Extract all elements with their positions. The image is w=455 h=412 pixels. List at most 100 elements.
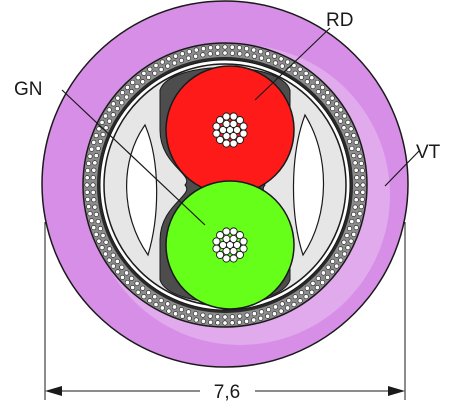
braid-strand	[99, 119, 105, 125]
braid-strand	[215, 44, 221, 50]
braid-strand	[259, 309, 265, 315]
braid-strand	[320, 280, 326, 286]
braid-strand	[314, 79, 320, 85]
braid-strand	[292, 294, 298, 300]
red-core	[165, 65, 295, 195]
braid-strand	[215, 314, 221, 320]
braid-strand	[124, 94, 130, 100]
braid-strand	[90, 189, 96, 195]
braid-strand	[141, 70, 147, 76]
braid-strand	[285, 305, 291, 311]
braid-strand	[314, 285, 320, 291]
braid-strand	[342, 113, 348, 119]
braid-strand	[193, 311, 199, 317]
diameter-dimension: 7,6	[44, 222, 406, 403]
braid-strand	[165, 63, 171, 69]
braid-strand	[110, 112, 116, 118]
braid-strand	[115, 269, 121, 275]
conductor-strand	[229, 132, 238, 141]
braid-strand	[130, 79, 136, 85]
braid-strand	[89, 218, 95, 224]
braid-strand	[353, 167, 359, 173]
braid-strand	[320, 94, 326, 100]
braid-strand	[329, 95, 335, 101]
braid-strand	[237, 313, 243, 319]
braid-strand	[266, 307, 272, 313]
braid-strand	[173, 53, 179, 59]
braid-strand	[354, 175, 360, 181]
braid-strand	[95, 219, 101, 225]
braid-strand	[304, 79, 310, 85]
braid-strand	[110, 101, 116, 107]
braid-strand	[185, 55, 191, 61]
braid-strand	[229, 314, 235, 320]
braid-strand	[320, 270, 326, 276]
braid-strand	[229, 320, 235, 326]
braid-strand	[110, 263, 116, 269]
braid-strand	[135, 289, 141, 295]
braid-strand	[91, 139, 97, 145]
braid-strand	[179, 313, 185, 319]
braid-strand	[92, 160, 98, 166]
braid-strand	[86, 204, 92, 210]
braid-strand	[99, 245, 105, 251]
braid-strand	[236, 319, 242, 325]
braid-strand	[119, 100, 125, 106]
braid-strand	[297, 298, 303, 304]
braid-strand	[351, 153, 357, 159]
conductor-strand	[222, 234, 231, 243]
braid-strand	[349, 145, 355, 151]
braid-strand	[102, 113, 108, 119]
braid-strand	[186, 315, 192, 321]
braid-strand	[222, 50, 228, 56]
braid-strand	[292, 70, 298, 76]
braid-strand	[330, 106, 336, 112]
braid-strand	[338, 107, 344, 113]
braid-strand	[358, 204, 364, 210]
braid-strand	[119, 90, 125, 96]
conductor-strand	[222, 139, 231, 148]
braid-strand	[244, 46, 250, 52]
braid-strand	[171, 60, 177, 66]
braid-strand	[147, 66, 153, 72]
braid-strand	[329, 269, 335, 275]
vt-leader-line	[384, 149, 421, 187]
braid-strand	[236, 45, 242, 51]
conductor-strand	[229, 234, 238, 243]
braid-strand	[159, 59, 165, 65]
conductor-strand	[216, 135, 225, 144]
braid-strand	[100, 233, 106, 239]
braid-strand	[271, 311, 277, 317]
braid-strand	[353, 225, 359, 231]
braid-strand	[140, 79, 146, 85]
braid-strand	[273, 304, 279, 310]
braid-strand	[84, 182, 90, 188]
braid-strand	[207, 51, 213, 57]
braid-strand	[237, 51, 243, 57]
braid-strand	[338, 118, 344, 124]
braid-strand	[349, 219, 355, 225]
braid-strand	[357, 153, 363, 159]
braid-strand	[359, 168, 365, 174]
braid-strand	[309, 289, 315, 295]
braid-strand	[222, 44, 228, 50]
braid-strand	[334, 263, 340, 269]
braid-strand	[273, 60, 279, 66]
braid-strand	[141, 294, 147, 300]
braid-strand	[89, 146, 95, 152]
conductor-strand	[222, 112, 231, 121]
braid-strand	[129, 275, 135, 281]
braid-strand	[298, 290, 304, 296]
braid-strand	[303, 70, 309, 76]
braid-strand	[325, 100, 331, 106]
braid-strand	[200, 318, 206, 324]
braid-strand	[325, 264, 331, 270]
braid-strand	[265, 51, 271, 57]
braid-strand	[140, 285, 146, 291]
braid-strand	[173, 311, 179, 317]
braid-strand	[124, 280, 130, 286]
braid-strand	[297, 66, 303, 72]
braid-strand	[124, 84, 130, 90]
braid-strand	[96, 238, 102, 244]
braid-strand	[258, 49, 264, 55]
